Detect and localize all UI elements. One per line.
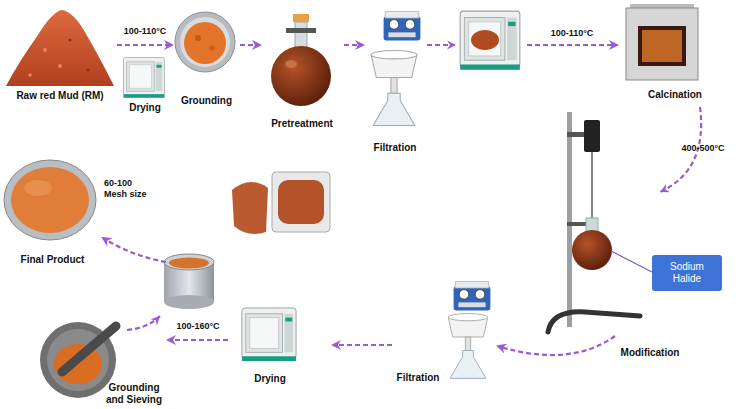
arrow-head [447,41,456,50]
process-step: Drying [230,165,330,387]
stand-pole [567,112,572,327]
flow-arrow [168,339,228,341]
mud-grain [58,64,62,68]
pretreatment-flask [271,14,331,106]
flask-neck [295,22,307,50]
step-label: Grounding [175,95,238,107]
step-label: Drying [240,373,300,385]
dried-cake [232,172,330,234]
process-step: Filtration [365,8,425,158]
mud-grain [68,38,71,41]
process-step: Pretreatment [262,10,342,132]
powder-highlight [24,180,52,196]
edge-label: 400-500°C [681,143,724,154]
step-label: Pretreatment [262,118,342,130]
muffle-furnace [626,4,698,80]
cake-tray [272,172,330,232]
pan-rim [4,160,96,240]
step-label: Calcination [630,89,720,101]
drying-oven [460,11,520,70]
step-label: Final Product [5,254,100,266]
buchner-funnel [448,314,488,379]
sieve [164,254,214,309]
red-mud-pile [6,10,114,86]
flow-arrow [103,238,166,330]
drying-oven-with-sample [460,11,520,70]
mortar-and-pestle [40,322,116,398]
stirrer-motor [584,120,600,152]
mid-arrow-heads [150,41,670,326]
process-step: Grounding [175,5,238,110]
flow-arrow [344,44,363,46]
mud-heap [6,10,114,86]
product-pan [4,160,96,240]
stand-base [548,312,640,332]
edge-label: 100-160°C [176,321,219,332]
vacuum-pump [384,12,421,41]
furnace-glow [642,30,682,62]
mortar-rim [40,322,116,398]
mud-grain [28,73,32,77]
arrow-head [150,313,163,326]
step-label: Drying [120,102,170,114]
stirrer-setup [548,112,652,332]
grinding-dish [175,12,235,72]
flask-stopper [293,14,309,22]
flow-arrow [498,107,701,355]
process-step: Grounding and Sieving [35,318,165,409]
flow-arrow [117,44,172,46]
process-step: Drying [120,55,170,115]
flask-clamp [286,28,316,33]
pestle [62,326,116,372]
furnace-body [626,8,698,80]
flow-arrow [240,44,260,46]
sieve-powder [169,258,209,269]
powder-grain [210,46,215,51]
flow-arrow [427,44,617,46]
material-step: Raw red Mud (RM) [5,2,115,107]
step-label: Filtration [365,142,425,154]
pan-powder [11,167,89,233]
dish-rim [175,12,235,72]
reaction-flask [572,230,612,270]
edge-label: 100-110°C [124,26,167,37]
product-step: Final Product [5,160,100,270]
cake-piece [232,182,268,234]
step-label: Sodium Halide [661,261,713,285]
cake [278,180,324,224]
dish-wall [180,17,230,67]
drying-oven [242,308,296,361]
wet-cake [471,30,499,50]
flask-bulb [271,46,331,106]
flask-highlight [285,60,297,68]
step-label: Filtration [395,372,441,384]
leader-line [611,251,652,272]
dish-powder [184,22,226,64]
edge-label: 60-100 Mesh size [104,178,148,200]
mud-grain [86,68,89,71]
process-step: Calcination [620,3,720,105]
mud-grain [43,48,47,52]
vacuum-pump [454,282,491,311]
drying-oven [123,57,164,97]
furnace-opening [638,26,686,66]
sieve-bottom [164,295,214,309]
sieve-rim [164,254,214,270]
flow-arrow [333,344,392,346]
step-label: Grounding and Sieving [103,382,165,406]
step-note: Modification [621,347,680,358]
buchner-funnel [371,51,417,126]
arrow-head [658,184,670,196]
process-step: Filtration [395,278,495,388]
reagent-box: Sodium Halide [652,255,722,291]
powder-grain [195,35,201,41]
step-label: Raw red Mud (RM) [5,90,115,102]
edge-label: 100-110°C [551,28,594,39]
